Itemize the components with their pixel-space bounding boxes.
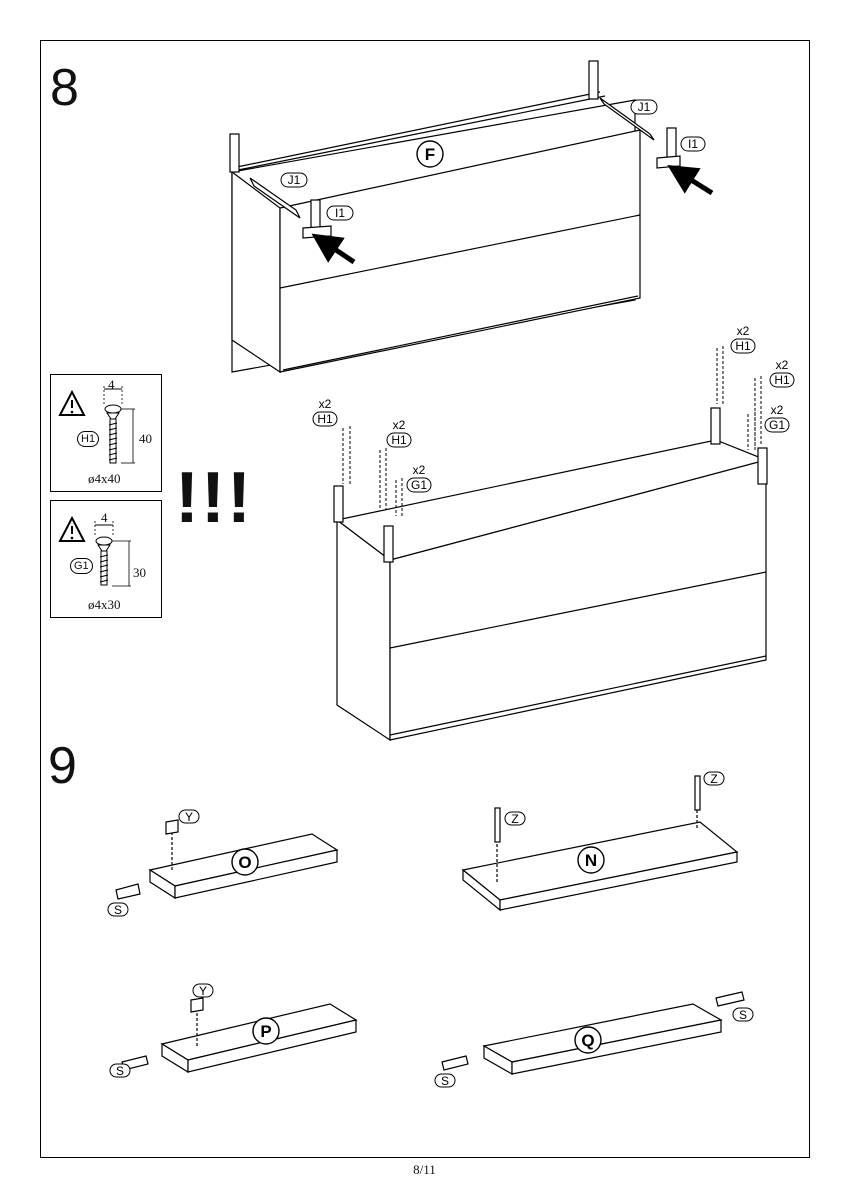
qty-label: x2 bbox=[776, 358, 789, 372]
screw-code-label: H1 bbox=[735, 339, 751, 353]
screw-spec-g1: 4 30 G1 ø4x30 bbox=[50, 500, 162, 618]
attention-marks: !!! bbox=[175, 458, 253, 538]
screw-width: 4 bbox=[108, 377, 115, 392]
step-number-8: 8 bbox=[50, 59, 79, 117]
board-p bbox=[121, 997, 358, 1074]
warning-icon bbox=[58, 386, 135, 464]
board-q bbox=[441, 991, 745, 1076]
board-o-label: O bbox=[238, 853, 251, 872]
fitting-label: S bbox=[441, 1074, 449, 1088]
board-o bbox=[115, 819, 339, 900]
page-number: 8/11 bbox=[413, 1162, 436, 1177]
cabinet-upper bbox=[229, 60, 681, 374]
rail-label: J1 bbox=[638, 100, 651, 114]
fitting-label: S bbox=[116, 1064, 124, 1078]
screw-code-label: H1 bbox=[317, 412, 333, 426]
instruction-page-frame bbox=[40, 40, 810, 1158]
fitting-label: Y bbox=[199, 984, 207, 998]
screw-size: ø4x30 bbox=[88, 597, 121, 612]
qty-label: x2 bbox=[393, 418, 406, 432]
fitting-label: S bbox=[114, 903, 122, 917]
screw-code-label: H1 bbox=[774, 373, 790, 387]
screw-code-label: G1 bbox=[411, 478, 427, 492]
fitting-label: Z bbox=[511, 812, 518, 826]
rail-label: J1 bbox=[288, 173, 301, 187]
leg-label: I1 bbox=[688, 137, 698, 151]
fitting-label: Z bbox=[710, 772, 717, 786]
screw-code-label: G1 bbox=[769, 418, 785, 432]
step-number-9: 9 bbox=[48, 737, 77, 795]
screws-set bbox=[342, 346, 762, 516]
panel-labels: F O N P Q bbox=[231, 140, 605, 1054]
screw-code: H1 bbox=[77, 431, 100, 447]
qty-label: x2 bbox=[737, 324, 750, 338]
fitting-label: Y bbox=[185, 810, 193, 824]
qty-label: x2 bbox=[771, 403, 784, 417]
qty-label: x2 bbox=[319, 397, 332, 411]
qty-label: x2 bbox=[413, 463, 426, 477]
panel-f-label: F bbox=[425, 145, 435, 164]
screw-length: 30 bbox=[133, 565, 146, 580]
leg-label: I1 bbox=[335, 206, 345, 220]
warning-icon bbox=[58, 515, 131, 587]
board-q-label: Q bbox=[581, 1031, 594, 1050]
screw-length: 40 bbox=[139, 431, 152, 446]
screw-code: G1 bbox=[70, 558, 93, 574]
board-p-label: P bbox=[260, 1022, 271, 1041]
board-n bbox=[461, 775, 739, 912]
screw-spec-h1: 4 40 H1 ø4x40 bbox=[50, 374, 162, 492]
screw-width: 4 bbox=[101, 510, 108, 525]
screw-size: ø4x40 bbox=[88, 471, 121, 486]
fitting-label: S bbox=[739, 1008, 747, 1022]
screw-code-label: H1 bbox=[391, 433, 407, 447]
cabinet-lower bbox=[333, 346, 768, 742]
board-n-label: N bbox=[585, 851, 597, 870]
